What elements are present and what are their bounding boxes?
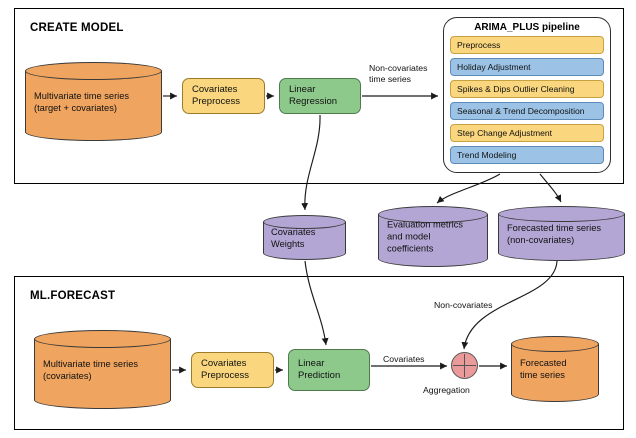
box-linear-prediction[interactable]: Linear Prediction	[288, 349, 370, 391]
cylinder-body	[34, 339, 171, 400]
pipeline-step-trend-modeling[interactable]: Trend Modeling	[450, 146, 604, 164]
pipeline-step-step-change-adjustment[interactable]: Step Change Adjustment	[450, 124, 604, 142]
panel-ml-forecast-title: ML.FORECAST	[30, 290, 116, 302]
cylinder-forecasted-output: Forecasted time series	[511, 336, 599, 402]
pipeline-step-spikes-dips-outlier-cleaning[interactable]: Spikes & Dips Outlier Cleaning	[450, 80, 604, 98]
panel-create-model-title: CREATE MODEL	[30, 22, 124, 34]
cylinder-top	[34, 330, 171, 348]
cylinder-label: Forecasted time series (non-covariates)	[507, 222, 602, 245]
pipeline-step-holiday-adjustment[interactable]: Holiday Adjustment	[450, 58, 604, 76]
pipeline-title: ARIMA_PLUS pipeline	[474, 22, 580, 33]
cylinder-label: Covariates Weights	[271, 226, 316, 249]
pipeline-step-preprocess[interactable]: Preprocess	[450, 36, 604, 54]
edge-label-covariates: Covariates	[383, 354, 425, 364]
cylinder-label: Evaluation metrics and model coefficient…	[387, 219, 463, 254]
cylinder-label: Forecasted time series	[520, 357, 567, 380]
cylinder-top	[25, 62, 162, 80]
aggregation-label: Aggregation	[423, 385, 470, 395]
cylinder-forecasted-non-covariates: Forecasted time series (non-covariates)	[498, 206, 625, 261]
cylinder-top	[498, 206, 625, 222]
cylinder-body	[511, 344, 599, 394]
box-covariates-preprocess-train[interactable]: Covariates Preprocess	[182, 78, 265, 114]
aggregation-node[interactable]	[451, 352, 478, 379]
cylinder-label: Multivariate time series (target + covar…	[34, 90, 130, 113]
cylinder-multivariate-source-train: Multivariate time series (target + covar…	[25, 62, 162, 141]
cylinder-top	[378, 206, 488, 223]
pipeline-step-seasonal-trend-decomposition[interactable]: Seasonal & Trend Decomposition	[450, 102, 604, 120]
edge-label-non-covariates: Non-covariates	[434, 300, 493, 310]
edge-label-non-covariates-time-series: Non-covariates time series	[369, 63, 428, 85]
box-covariates-preprocess-predict[interactable]: Covariates Preprocess	[191, 352, 274, 388]
cylinder-top	[263, 215, 346, 229]
box-linear-regression[interactable]: Linear Regression	[279, 78, 361, 114]
cylinder-evaluation-metrics: Evaluation metrics and model coefficient…	[378, 206, 488, 267]
cylinder-top	[511, 336, 599, 352]
cylinder-multivariate-source-predict: Multivariate time series (covariates)	[34, 330, 171, 409]
cylinder-body	[25, 71, 162, 132]
cylinder-label: Multivariate time series (covariates)	[43, 358, 139, 381]
cylinder-covariates-weights: Covariates Weights	[263, 215, 346, 260]
